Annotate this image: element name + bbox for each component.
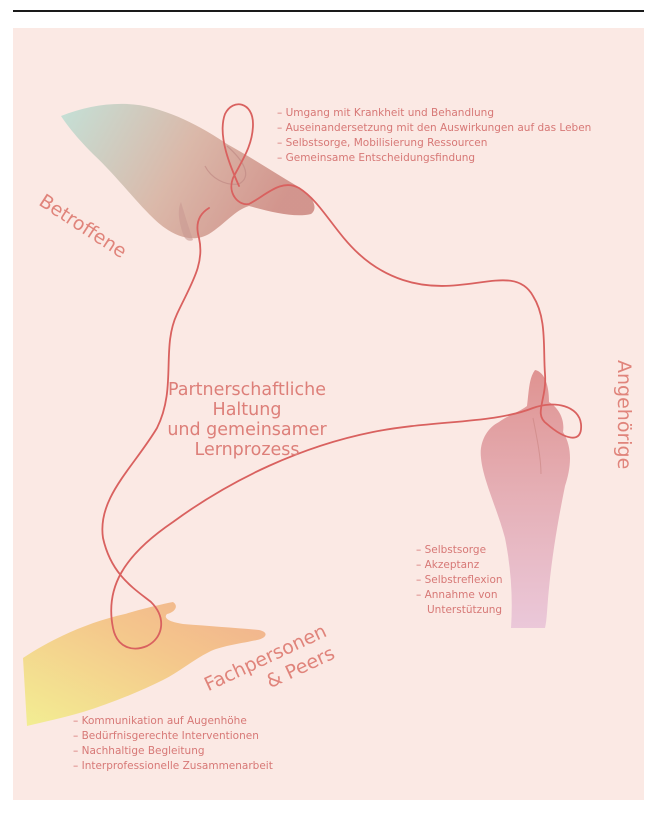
central-message: Partnerschaftliche Haltung und gemeinsam…	[123, 380, 371, 460]
list-item: Bedürfnisgerechte Interventionen	[73, 729, 273, 744]
list-item: Kommunikation auf Augenhöhe	[73, 714, 273, 729]
central-message-line: Partnerschaftliche	[123, 380, 371, 400]
illustration-panel: Umgang mit Krankheit und Behandlung Ause…	[13, 28, 644, 800]
list-item: Akzeptanz	[416, 558, 523, 573]
label-angehoerige: Angehörige	[613, 360, 635, 469]
list-item: Annahme von Unterstützung	[416, 588, 523, 618]
list-item: Selbstreflexion	[416, 573, 523, 588]
top-rule	[13, 10, 644, 12]
list-item: Nachhaltige Begleitung	[73, 744, 273, 759]
list-item: Selbstsorge, Mobilisierung Ressourcen	[277, 136, 591, 151]
list-item: Gemeinsame Entscheidungsfindung	[277, 151, 591, 166]
list-item: Auseinandersetzung mit den Auswirkungen …	[277, 121, 591, 136]
angehoerige-list: Selbstsorge Akzeptanz Selbstreflexion An…	[416, 543, 523, 618]
central-message-line: und gemeinsamer	[123, 420, 371, 440]
list-item: Selbstsorge	[416, 543, 523, 558]
list-item: Interprofessionelle Zusammenarbeit	[73, 759, 273, 774]
betroffene-list: Umgang mit Krankheit und Behandlung Ause…	[277, 106, 591, 166]
fachpersonen-list: Kommunikation auf Augenhöhe Bedürfnisger…	[73, 714, 273, 774]
central-message-line: Lernprozess	[123, 440, 371, 460]
list-item: Umgang mit Krankheit und Behandlung	[277, 106, 591, 121]
central-message-line: Haltung	[123, 400, 371, 420]
